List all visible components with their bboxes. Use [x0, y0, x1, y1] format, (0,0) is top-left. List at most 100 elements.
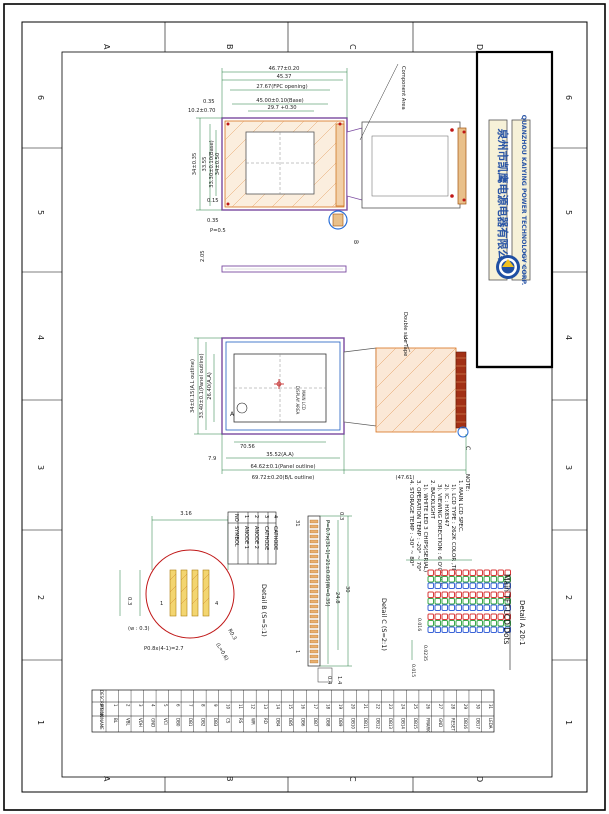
pin-number: 31 [488, 704, 493, 710]
detail-b-dim-2: 0.3 [126, 597, 132, 605]
lcd-subpixel [497, 598, 504, 605]
pin-name: RS [238, 718, 243, 724]
lcd-subpixel [462, 576, 469, 583]
lcd-subpixel [427, 604, 434, 611]
lcd-subpixel [427, 598, 434, 605]
back-fpc-tail [343, 347, 377, 427]
pin-number: 12 [250, 704, 255, 710]
pin-number: 27 [438, 704, 443, 710]
pin-name: GND [438, 718, 443, 727]
zone-top-b: B [225, 44, 234, 50]
title-block: 泉州市凯鹰电源电器有限公司 QUANZHOU KAIYING POWER TEC… [475, 50, 554, 369]
lcd-subpixel [483, 582, 490, 589]
lcd-subpixel [483, 604, 490, 611]
detail-c-callout-circle [457, 426, 469, 438]
tape-hatch-lines [375, 347, 457, 433]
detail-c-fingers [309, 519, 319, 664]
pin-table-header-2: NAME [99, 718, 104, 730]
detail-b-pads [169, 569, 210, 617]
lcd-subpixel [434, 598, 441, 605]
pin-number: 7 [188, 704, 193, 707]
dim-front-d6: 0.35 [203, 99, 215, 105]
detail-b-dim-7: R0.3 [226, 628, 237, 641]
lcd-subpixel [427, 582, 434, 589]
zone-right-5: 5 [564, 210, 573, 215]
zone-right-1: 1 [564, 720, 573, 725]
detail-c-label: Detail C (S=2:1) [380, 598, 388, 651]
lcd-subpixel [497, 582, 504, 589]
outer-border [3, 3, 606, 811]
pin-number: 18 [326, 704, 331, 710]
lcd-subpixel [441, 576, 448, 583]
zone-top-c: C [348, 44, 357, 50]
zone-row-labels: A B C D A B C D [102, 44, 484, 782]
lcd-subpixel [490, 582, 497, 589]
front-pad-strip [335, 123, 345, 207]
detail-a-callout: A [230, 411, 235, 418]
pin-name: DB16 [463, 718, 468, 729]
dim-front-d7: 10.2±0.70 [188, 108, 215, 114]
lcd-subpixel [462, 591, 469, 598]
drawing-frame [61, 51, 553, 778]
pin-number: 9 [213, 704, 218, 707]
dim-front-d5: 29.7 +0.30 [267, 105, 296, 111]
detail-c-dim-lines [320, 515, 352, 667]
lcd-subpixel [462, 613, 469, 620]
lcd-subpixel [441, 598, 448, 605]
pin-name: WR [250, 718, 255, 725]
lcd-subpixel [441, 626, 448, 633]
detail-b-label: Detail B (S=5:1) [260, 584, 268, 637]
pin-name: VCI [163, 718, 168, 725]
side-view [221, 265, 347, 273]
pin-number: 26 [426, 704, 431, 710]
detail-c-dim-5: 24.8 [334, 592, 340, 604]
lcd-subpixel [427, 620, 434, 627]
lcd-subpixel [469, 626, 476, 633]
detail-a-dim-1: 0.016 [416, 618, 422, 631]
detail-c-callout: C [464, 446, 471, 450]
zone-bottom-a: A [102, 776, 111, 782]
zone-left-3: 3 [36, 465, 45, 470]
detail-b-table-r2-no: 2 [253, 515, 259, 518]
front-connector [457, 127, 467, 205]
dim-front-d12: 0.35 [207, 218, 219, 224]
company-name-cn-box [488, 119, 508, 281]
detail-a-dot-grid [427, 569, 511, 633]
notes-line-4: 3). VIEWING DIRECTION : 6 O'CLOCK [436, 484, 442, 587]
lcd-subpixel [455, 620, 462, 627]
pin-name: DB7 [313, 718, 318, 727]
lcd-subpixel [476, 582, 483, 589]
company-name-en: QUANZHOU KAIYING POWER TECHNOLOGY CORP. [520, 115, 527, 286]
pin-name: DB9 [338, 718, 343, 727]
pin-name: DB2 [200, 718, 205, 727]
pin-name: DB4 [275, 718, 280, 727]
lcd-subpixel [462, 598, 469, 605]
dim-back-d4: 70.56 [240, 444, 255, 450]
lcd-subpixel [497, 613, 504, 620]
back-view: DISPLAY AREA MAIN LCD A C Double side Ta… [190, 312, 471, 481]
detail-c-dim-2: 0.3 [338, 512, 344, 520]
detail-b-table-r3-sym: CATHODE [263, 526, 269, 550]
lcd-subpixel [469, 620, 476, 627]
detail-b-dim-4: P0.8x(4-1)=2.7 [144, 646, 184, 652]
back-center-text-1: DISPLAY AREA [295, 386, 300, 415]
lcd-subpixel [462, 569, 469, 576]
lcd-subpixel [490, 604, 497, 611]
lcd-subpixel [476, 604, 483, 611]
pin-number: 21 [363, 704, 368, 710]
lcd-subpixel [504, 613, 511, 620]
lcd-subpixel [441, 569, 448, 576]
detail-c-dim-4: 1 [294, 650, 300, 653]
detail-b-dim-3: (w : 0.3) [128, 626, 150, 632]
lcd-subpixel [469, 569, 476, 576]
pin-name: DB6 [301, 718, 306, 727]
pin-number: 11 [238, 704, 243, 710]
zone-top-d: D [475, 44, 484, 50]
frame-ticks [22, 22, 587, 792]
detail-a-dim-3: 0.015 [410, 664, 416, 677]
component-area-label: Component Area [400, 66, 406, 110]
lcd-subpixel [455, 582, 462, 589]
pin-number: 28 [451, 704, 456, 710]
lcd-subpixel [504, 582, 511, 589]
lcd-subpixel [434, 591, 441, 598]
